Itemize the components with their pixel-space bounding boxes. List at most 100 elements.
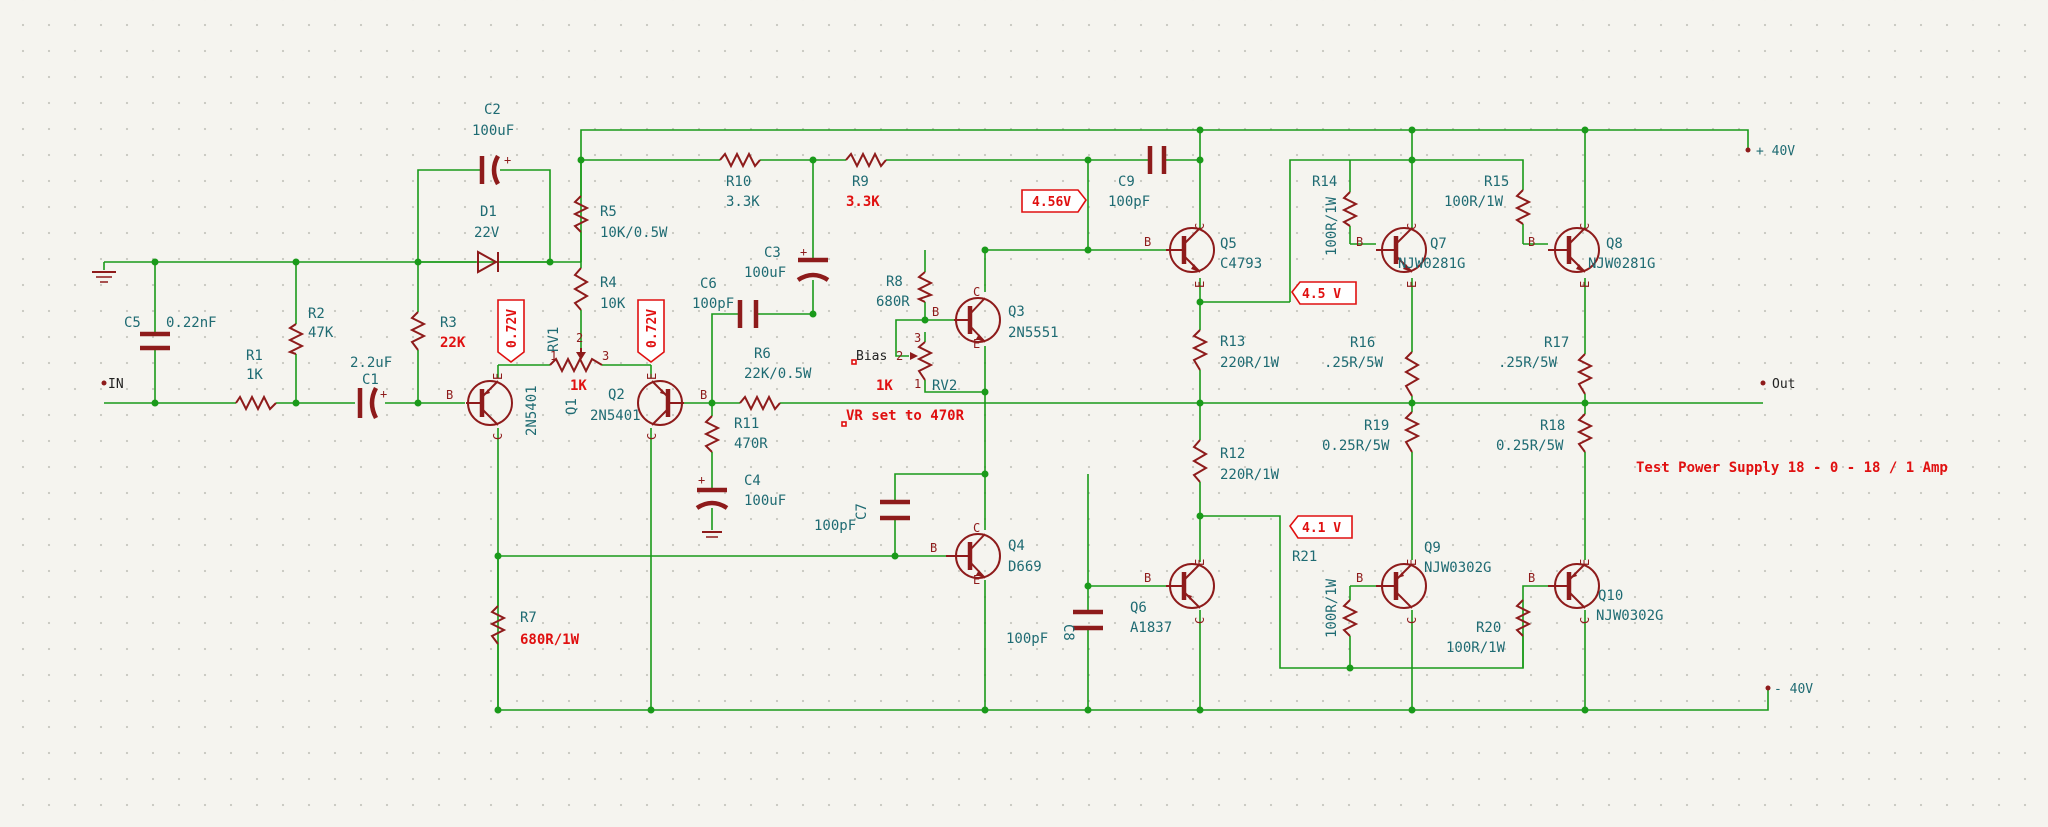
r9-resistor[interactable] xyxy=(845,151,887,169)
svg-text:E: E xyxy=(973,573,980,587)
r10-val: 3.3K xyxy=(726,194,760,210)
c6-val: 100pF xyxy=(692,296,734,312)
svg-text:E: E xyxy=(1405,559,1419,566)
q10-val: NJW0302G xyxy=(1596,608,1663,624)
q2-val: 2N5401 xyxy=(590,408,641,424)
r6-resistor[interactable] xyxy=(739,394,781,412)
svg-text:E: E xyxy=(973,337,980,351)
svg-text:B: B xyxy=(932,305,939,319)
r16-ref: R16 xyxy=(1350,335,1375,351)
vr-note-flag xyxy=(841,421,847,427)
voltage-flag-q5b: 4.56V xyxy=(1021,189,1087,213)
r14-resistor[interactable] xyxy=(1341,191,1359,227)
q5-ref: Q5 xyxy=(1220,236,1237,252)
r8-resistor[interactable] xyxy=(916,271,934,303)
r17-resistor[interactable] xyxy=(1576,353,1594,395)
q6-transistor[interactable] xyxy=(1166,563,1215,609)
r10-resistor[interactable] xyxy=(719,151,761,169)
rv2-potentiometer[interactable] xyxy=(910,341,934,381)
r15-resistor[interactable] xyxy=(1514,189,1532,225)
bias-label: Bias xyxy=(856,349,887,364)
svg-text:E: E xyxy=(1193,281,1207,288)
svg-text:B: B xyxy=(1528,571,1535,585)
c2-capacitor[interactable]: + xyxy=(479,153,511,186)
r2-resistor[interactable] xyxy=(287,323,305,355)
r5-resistor[interactable] xyxy=(572,195,590,233)
voltage-label-q6: 4.1 V xyxy=(1302,521,1341,536)
q10-ref: Q10 xyxy=(1598,588,1623,604)
q10-transistor[interactable] xyxy=(1548,563,1600,609)
vr-note: VR set to 470R xyxy=(846,408,965,424)
r18-val: 0.25R/5W xyxy=(1496,438,1564,454)
ground-icon xyxy=(92,271,116,283)
c5-capacitor[interactable] xyxy=(140,331,170,351)
c4-capacitor[interactable]: + xyxy=(695,473,729,538)
c9-ref: C9 xyxy=(1118,174,1135,190)
r12-resistor[interactable] xyxy=(1192,439,1208,483)
c7-capacitor[interactable] xyxy=(880,499,910,521)
q9-val: NJW0302G xyxy=(1424,560,1491,576)
r16-val: .25R/5W xyxy=(1324,355,1384,371)
r8-val: 680R xyxy=(876,294,910,310)
r4-resistor[interactable] xyxy=(573,267,589,311)
c9-capacitor[interactable] xyxy=(1147,146,1167,174)
pos-rail-port[interactable] xyxy=(1745,147,1751,153)
r6-val: 22K/0.5W xyxy=(744,366,812,382)
neg-rail-port[interactable] xyxy=(1765,685,1771,691)
q7-transistor[interactable] xyxy=(1376,227,1427,273)
r3-resistor[interactable] xyxy=(409,311,427,351)
r19-resistor[interactable] xyxy=(1403,411,1421,453)
q3-transistor[interactable] xyxy=(954,297,1001,343)
c8-capacitor[interactable] xyxy=(1073,609,1103,631)
r2-val: 47K xyxy=(308,325,334,341)
r11-resistor[interactable] xyxy=(703,415,721,453)
out-port-label: Out xyxy=(1772,377,1795,392)
supply-note: Test Power Supply 18 - 0 - 18 / 1 Amp xyxy=(1636,460,1948,476)
r7-resistor[interactable] xyxy=(489,605,507,645)
rv1-potentiometer[interactable] xyxy=(549,348,603,374)
d1-diode[interactable] xyxy=(477,250,499,274)
q4-transistor[interactable] xyxy=(946,533,1001,579)
r13-resistor[interactable] xyxy=(1191,329,1209,371)
svg-text:E: E xyxy=(645,373,659,380)
r15-ref: R15 xyxy=(1484,174,1509,190)
c6-ref: C6 xyxy=(700,276,717,292)
r21-resistor[interactable] xyxy=(1341,599,1359,637)
c3-capacitor[interactable]: + xyxy=(796,245,830,282)
r20-resistor[interactable] xyxy=(1514,599,1532,637)
in-port-dot[interactable] xyxy=(101,380,107,386)
r20-ref: R20 xyxy=(1476,620,1501,636)
q8-val: NJW0281G xyxy=(1588,256,1655,272)
voltage-flag-q1: 0.72V xyxy=(497,299,525,364)
r18-resistor[interactable] xyxy=(1576,413,1594,453)
r14-val: 100R/1W xyxy=(1324,196,1340,256)
r16-resistor[interactable] xyxy=(1404,351,1420,397)
q2-transistor[interactable] xyxy=(637,380,684,426)
q5-transistor[interactable] xyxy=(1166,227,1215,273)
r21-val: 100R/1W xyxy=(1324,578,1340,638)
svg-text:+: + xyxy=(698,473,705,487)
svg-text:B: B xyxy=(1144,571,1151,585)
r5-ref: R5 xyxy=(600,204,617,220)
q9-transistor[interactable] xyxy=(1376,563,1427,609)
r7-ref: R7 xyxy=(520,610,537,626)
r12-val: 220R/1W xyxy=(1220,467,1280,483)
svg-text:3: 3 xyxy=(602,349,609,363)
c6-capacitor[interactable] xyxy=(737,300,759,328)
c1-capacitor[interactable]: + xyxy=(357,386,387,420)
q1-transistor[interactable] xyxy=(466,380,513,426)
r10-ref: R10 xyxy=(726,174,751,190)
voltage-label-q5e: 4.5 V xyxy=(1302,287,1341,302)
svg-text:B: B xyxy=(446,388,453,402)
r19-ref: R19 xyxy=(1364,418,1389,434)
r1-resistor[interactable] xyxy=(235,394,277,412)
q8-transistor[interactable] xyxy=(1548,227,1600,273)
svg-text:2: 2 xyxy=(576,331,583,345)
svg-text:C: C xyxy=(1578,617,1592,624)
q8-ref: Q8 xyxy=(1606,236,1623,252)
out-port-dot[interactable] xyxy=(1760,380,1766,386)
r9-ref: R9 xyxy=(852,174,869,190)
labels: IN Out Bias + 40V - 40V Test Power Suppl… xyxy=(108,102,1948,697)
d1-val: 22V xyxy=(474,225,500,241)
